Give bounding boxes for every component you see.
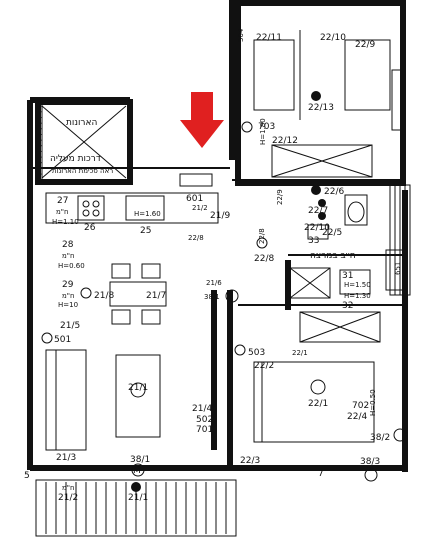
label: 22/8 — [188, 234, 204, 242]
label: 5 — [24, 471, 30, 481]
label: הארונות — [66, 118, 98, 128]
label: 22/1 — [308, 399, 328, 409]
label: 22/5 — [322, 228, 342, 238]
label: 38/1 — [204, 293, 220, 301]
label: 22/2 — [254, 361, 274, 371]
label: חייב במרצה — [310, 251, 356, 261]
label: 38/1 — [130, 455, 150, 465]
kitchen — [45, 173, 219, 224]
label: 22/12 — [272, 136, 298, 146]
label: 28 — [62, 240, 74, 250]
label: 21/9 — [210, 211, 230, 221]
label: H=0.60 — [58, 262, 85, 270]
label: 22/9 — [276, 189, 284, 205]
label: 651 — [394, 262, 402, 275]
label: 38/2 — [370, 433, 390, 443]
label: 21/2 — [58, 493, 78, 503]
label: 501 — [54, 335, 71, 345]
label: ח"מ — [62, 252, 75, 260]
label: 21/3 — [56, 453, 76, 463]
label: 22/10 — [320, 33, 346, 43]
label: ח"מ — [56, 208, 69, 216]
label: H=1.80 — [259, 118, 267, 145]
living-furniture — [45, 349, 161, 451]
label: 29 — [62, 280, 74, 290]
label: 21/1 — [128, 383, 148, 393]
label: H=1.60 — [134, 210, 161, 218]
label: H=1.50 — [344, 281, 371, 289]
label: 22/11 — [256, 33, 282, 43]
label: M — [133, 466, 141, 476]
label: 21/8 — [94, 291, 114, 301]
label: H=1.10 — [52, 218, 79, 226]
label: 7 — [318, 469, 324, 479]
label: ח"מ — [62, 292, 75, 300]
closets — [271, 144, 381, 343]
label: 21/7 — [146, 291, 166, 301]
label: 26 — [84, 223, 96, 233]
label: ח"מ — [62, 484, 75, 492]
label: 21/4 — [192, 404, 212, 414]
label: 502 — [196, 415, 213, 425]
label: 33 — [308, 236, 319, 246]
label: 503 — [248, 348, 265, 358]
red-arrow-icon — [180, 92, 224, 148]
label: דרכות מעליה — [50, 154, 101, 164]
label: 22/8 — [258, 228, 266, 244]
label: ראה סכימת הארונות — [52, 167, 113, 175]
label: 22/6 — [324, 187, 344, 197]
label: 22/3 — [240, 456, 260, 466]
label: 21/5 — [60, 321, 80, 331]
label: 38/3 — [360, 457, 380, 467]
label: 22/1 — [292, 349, 308, 357]
label: 22/4 — [347, 412, 367, 422]
label: 22/7 — [308, 206, 328, 216]
label: 21/1 — [128, 493, 148, 503]
label: H=1.30 — [344, 292, 371, 300]
storage-closet — [35, 99, 133, 185]
label: 703 — [258, 122, 275, 132]
label: 31 — [342, 271, 353, 281]
label: H=0.50 — [369, 389, 377, 416]
label: H=10 — [58, 301, 78, 309]
label: 702 — [352, 401, 369, 411]
dining-table — [109, 263, 167, 325]
label: 22/13 — [308, 103, 334, 113]
label: 32 — [342, 301, 353, 311]
label: 22/8 — [254, 254, 274, 264]
beds — [253, 30, 391, 443]
label: 22/10 — [304, 223, 330, 233]
label: 21/2 — [192, 204, 208, 212]
label: 21/6 — [206, 279, 222, 287]
label: 22/9 — [355, 40, 375, 50]
room-labels: 22/10 22/11 22/9 504 22/13 703 22/12 H=1… — [24, 28, 402, 503]
electrical-points — [41, 91, 407, 492]
label: 504 — [237, 28, 245, 42]
label: 27 — [57, 196, 68, 206]
balconies — [35, 69, 411, 537]
bathroom — [307, 194, 407, 295]
label: 701 — [196, 425, 213, 435]
label: 25 — [140, 226, 151, 236]
label: 601 — [186, 194, 203, 204]
